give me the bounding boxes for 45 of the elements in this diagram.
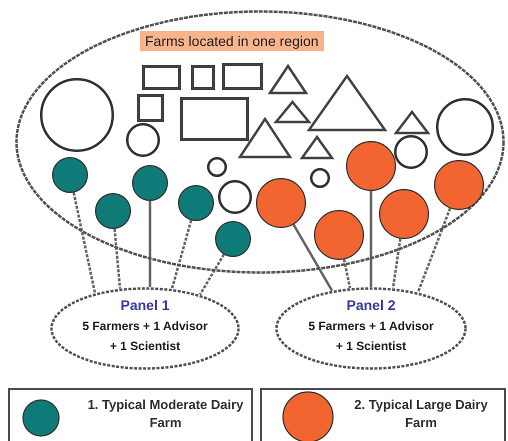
panel-title: Panel 2 [345,297,397,313]
farm-circle [132,165,168,201]
farm-circle [346,141,396,191]
connector-line [198,254,225,296]
farm-triangle [238,117,292,159]
connector-line [370,191,372,287]
farm-circle [95,193,131,229]
farm-circle [310,168,330,188]
farm-circle [215,221,251,257]
connector-line [292,224,334,292]
farm-triangle [394,110,430,135]
connector-line [416,208,452,293]
farm-circle [40,78,114,152]
farm-circle [436,98,494,156]
farm-square [191,65,215,90]
connector-line [72,192,96,294]
farm-circle [126,123,160,157]
farm-circle [52,157,88,193]
legend-label: 1. Typical Moderate Dairy Farm [86,396,244,432]
panel-members: 5 Farmers + 1 Advisor + 1 Scientist [81,318,209,355]
farm-circle [207,157,227,177]
connector-line [113,228,122,289]
farm-triangle [274,100,311,124]
legend-label: 2. Typical Large Dairy Farm [353,396,489,432]
panel-members: 5 Farmers + 1 Advisor + 1 Scientist [307,318,435,355]
connector-line [392,238,402,288]
connector-line [342,259,352,288]
farm-triangle [300,135,334,160]
farm-square [222,63,263,90]
farm-square [137,94,164,122]
farm-triangle [307,74,387,132]
connector-line [148,201,152,288]
panel-title: Panel 1 [119,297,171,313]
farm-circle [394,135,428,169]
farm-square [142,65,181,90]
farm-circle [379,189,429,239]
farm-triangle [268,64,308,95]
region-heading: Farms located in one region [140,31,324,51]
farm-circle [178,185,214,221]
farm-circle [434,160,484,210]
farm-square [180,97,249,141]
farm-circle [314,210,364,260]
connector-line [170,220,192,290]
farm-circle [256,178,306,228]
farm-circle [218,180,252,214]
